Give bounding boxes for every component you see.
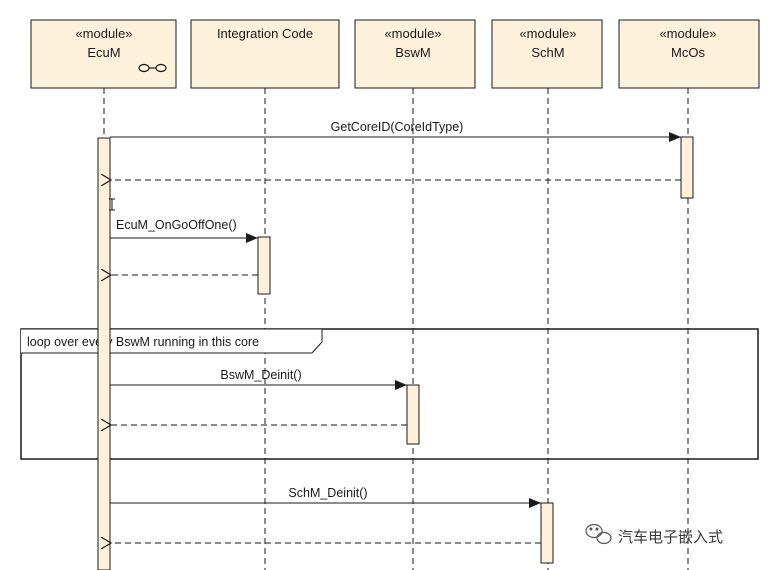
- loop-fragment-tab: [21, 328, 323, 354]
- participant-schm-stereotype: «module»: [519, 26, 576, 41]
- activations: [97, 136, 694, 570]
- activation-integration-code: [257, 236, 271, 295]
- participant-mcos-name: McOs: [671, 45, 705, 60]
- loop-fragment-label: loop over every BswM running in this cor…: [27, 335, 259, 349]
- loop-fragment: loop over every BswM running in this cor…: [20, 328, 759, 460]
- activation-ecum: [97, 137, 111, 570]
- participant-mcos-stereotype: «module»: [659, 26, 716, 41]
- wechat-icon: [585, 523, 612, 545]
- participant-bswm: «module» BswM: [354, 19, 476, 89]
- participant-ecum: «module» EcuM: [30, 19, 177, 89]
- messages: [110, 132, 681, 543]
- message-schm-deinit-label: SchM_Deinit(): [288, 486, 367, 500]
- participant-schm-name: SchM: [531, 45, 564, 60]
- message-getcoreid-label: GetCoreID(CoreIdType): [331, 120, 464, 134]
- participant-ecum-name: EcuM: [87, 45, 120, 60]
- message-ongooffone-label: EcuM_OnGoOffOne(): [116, 218, 237, 232]
- participant-ecum-stereotype: «module»: [75, 26, 132, 41]
- activation-schm: [540, 502, 554, 564]
- watermark-text: 汽车电子嵌入式: [618, 528, 723, 546]
- watermark: 汽车电子嵌入式: [585, 523, 723, 546]
- text-cursor-icon: [109, 198, 115, 211]
- participant-mcos: «module» McOs: [618, 19, 760, 89]
- participant-bswm-name: BswM: [395, 45, 430, 60]
- participant-integration-code: Integration Code: [190, 19, 340, 89]
- message-bswm-deinit-label: BswM_Deinit(): [220, 368, 301, 382]
- link-icon: [138, 63, 167, 73]
- participant-schm: «module» SchM: [491, 19, 603, 89]
- participant-bswm-stereotype: «module»: [384, 26, 441, 41]
- activation-mcos: [680, 136, 694, 199]
- participant-integration-code-name: Integration Code: [217, 26, 313, 41]
- activation-bswm: [406, 384, 420, 445]
